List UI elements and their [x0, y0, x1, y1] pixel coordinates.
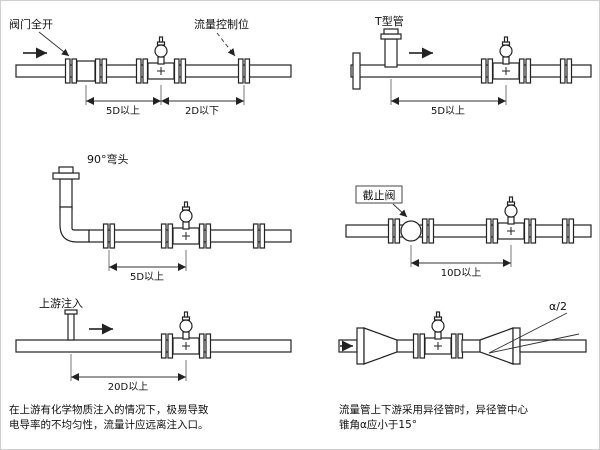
- dimension-label-10d: 10D以上: [441, 267, 481, 279]
- stop-valve-leader-arrow: [392, 203, 408, 218]
- flowmeter-icon: [414, 312, 463, 358]
- flowmeter-icon: [162, 312, 211, 358]
- cone-angle-line: [488, 312, 568, 354]
- injection-tube: [67, 313, 75, 341]
- panel-reducer: α/2 流量管上下游采用异径管时，异径管中心 锥角α应小于15°: [338, 300, 587, 431]
- stop-valve-label: 截止阀: [363, 188, 396, 202]
- branch-pipe: [384, 38, 398, 68]
- elbow-label: 90°弯头: [87, 152, 129, 166]
- branch-flange-icon: [383, 28, 399, 35]
- half-angle-label: α/2: [549, 300, 567, 313]
- panel-stop-valve: 截止阀 10D以上: [345, 185, 592, 279]
- flowmeter-icon: [162, 202, 211, 248]
- injection-caption-line1: 在上游有化学物质注入的情况下，极易导致: [9, 403, 209, 416]
- elbow-top-flange-icon: [52, 172, 80, 180]
- pipe: [461, 339, 481, 353]
- panel-valve-open: 阀门全开 流量控制位 5D以上 2D以下: [9, 17, 292, 117]
- panel-upstream-injection: 上游注入 20D以上 在上游有化学物质注入的情况下，极易导致 电导率的不均匀性，…: [9, 296, 292, 431]
- injection-caption-line2: 电导率的不均匀性，流量计应远离注入口。: [9, 418, 209, 431]
- cone-angle-line: [488, 333, 580, 354]
- branch-flange-icon: [380, 33, 402, 40]
- valve-open-leader-arrow: [38, 31, 70, 57]
- dimension-label-5d: 5D以上: [431, 105, 465, 117]
- pipe: [519, 339, 587, 353]
- t-pipe-label: T型管: [374, 14, 404, 28]
- gate-valve-icon: [66, 59, 107, 83]
- reducer-cone-upstream: [363, 327, 398, 365]
- flowmeter-icon: [137, 37, 186, 83]
- stop-valve-label-box: [355, 185, 403, 204]
- reducer-caption-line1: 流量管上下游采用异径管时，异径管中心: [339, 403, 528, 416]
- dimension-label-5d: 5D以上: [130, 271, 164, 283]
- dimension-label-2d: 2D以下: [185, 106, 219, 117]
- injection-label: 上游注入: [39, 296, 83, 310]
- flowmeter-icon: [487, 197, 536, 243]
- reducer-caption-line2: 锥角α应小于15°: [339, 418, 417, 431]
- reducer-flange-icon: [356, 327, 365, 365]
- injection-tube-flange-icon: [64, 309, 78, 315]
- reducer-flange-icon: [512, 327, 521, 365]
- elbow-top-flange-icon: [58, 166, 74, 174]
- end-flange-icon: [352, 52, 361, 90]
- control-position-leader-arrow: [216, 32, 236, 57]
- pipe: [345, 224, 592, 238]
- pipe: [15, 339, 292, 353]
- stop-valve-icon: [389, 219, 434, 243]
- flowmeter-icon: [482, 37, 531, 83]
- vertical-pipe: [59, 178, 73, 210]
- panel-t-pipe: T型管 5D以上: [350, 14, 592, 117]
- reducer-cone-downstream: [479, 327, 514, 365]
- panel-elbow-90: 90°弯头 5D以上: [52, 152, 292, 283]
- elbow-bend: [59, 206, 90, 243]
- dimension-label-20d: 20D以上: [108, 381, 148, 393]
- control-position-label: 流量控制位: [194, 17, 249, 31]
- pipe: [396, 339, 416, 353]
- dimension-label-5d: 5D以上: [106, 105, 140, 117]
- valve-open-label: 阀门全开: [9, 17, 53, 31]
